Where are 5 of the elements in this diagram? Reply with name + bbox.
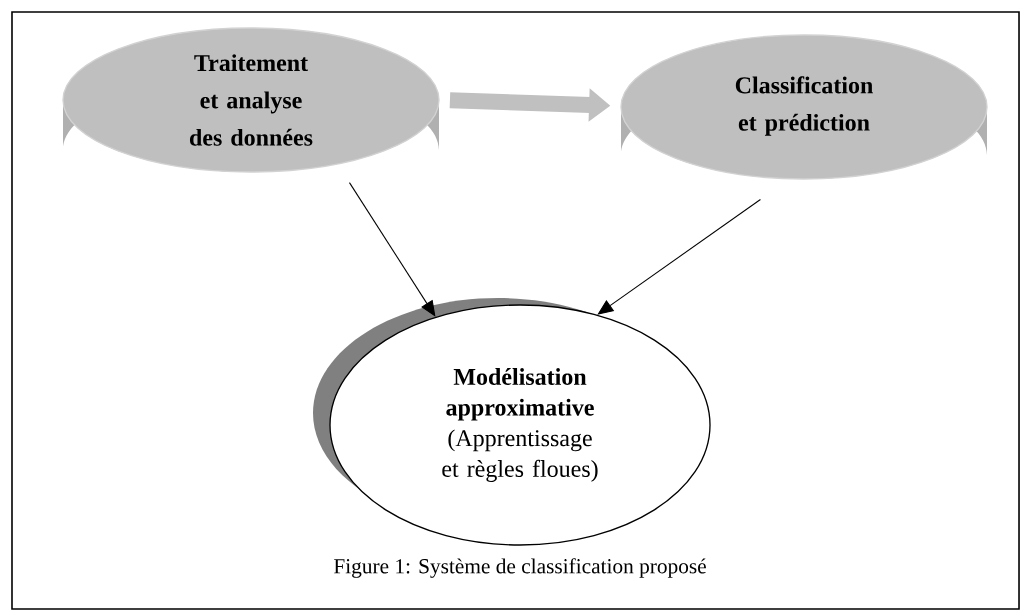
arrow <box>348 182 436 317</box>
caption: Figure 1: Système de classification proposé <box>334 558 706 578</box>
arrow <box>597 198 761 315</box>
disc: Classification et prédiction <box>620 34 988 180</box>
disc: Traitement et analyse des données <box>62 27 440 173</box>
